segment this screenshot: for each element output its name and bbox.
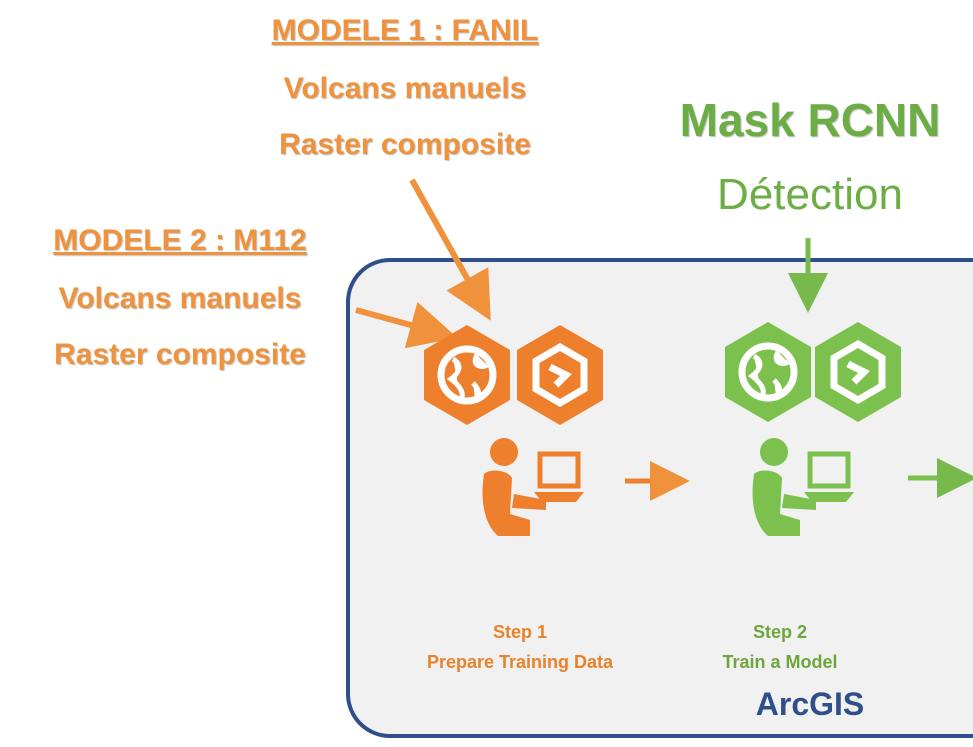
modele2-title: MODELE 2 : M112 [53,224,307,257]
modele2-arrow [355,301,458,349]
user-laptop-icon-step2 [752,438,854,536]
modele1-line2: Raster composite [279,128,531,161]
mask-rcnn-subtitle: Détection [717,170,903,219]
step1-name: Prepare Training Data [426,652,614,672]
modele1-line1: Volcans manuels [283,72,527,105]
step1-number: Step 1 [492,622,548,642]
globe-hex-icon-step2 [725,322,811,422]
platform-label: ArcGIS [755,686,865,722]
step2-number: Step 2 [752,622,808,642]
modele1-arrow [409,178,491,321]
globe-hex-icon [424,325,510,425]
pro-hex-icon-step2 [815,322,901,422]
modele2-line2: Raster composite [54,338,306,371]
step2-name: Train a Model [722,652,838,672]
modele1-title: MODELE 1 : FANIL [271,14,539,47]
pro-hex-icon [517,325,603,425]
user-laptop-icon [482,438,584,536]
mask-rcnn-title: Mask RCNN [679,94,941,146]
modele2-line1: Volcans manuels [58,282,302,315]
